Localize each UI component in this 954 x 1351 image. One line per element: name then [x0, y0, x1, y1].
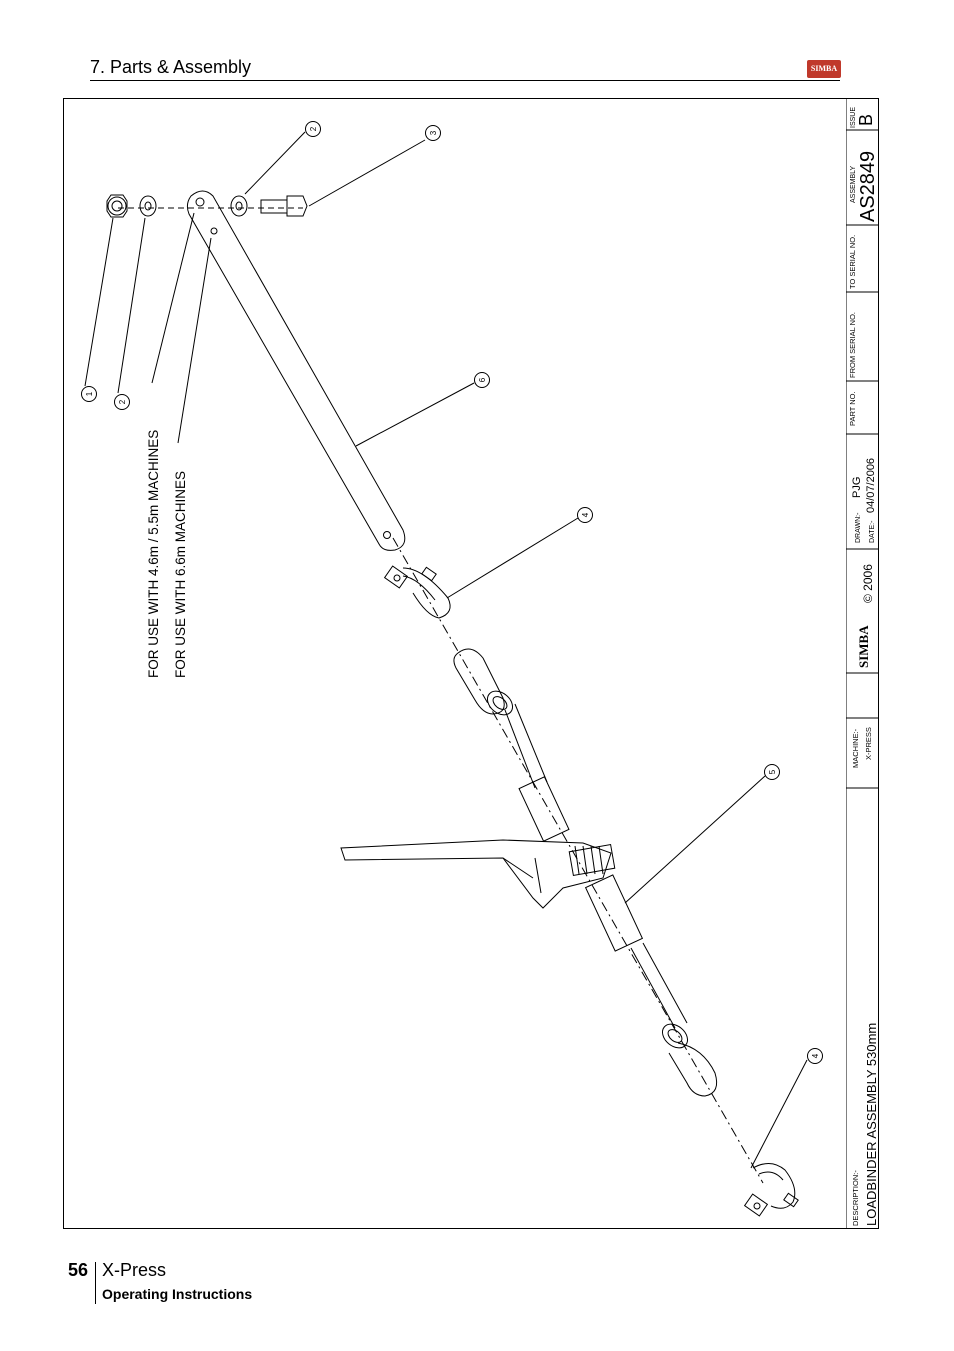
- washer-part-2: [230, 195, 248, 217]
- callout-number: 5: [768, 769, 777, 774]
- description-value: LOADBINDER ASSEMBLY 530mm: [864, 1023, 879, 1226]
- drawn-label: DRAWN:-: [855, 512, 862, 543]
- callout-number: 2: [309, 126, 318, 131]
- title-block: ISSUE B ASSEMBLY AS2849 TO SERIAL NO. FR…: [846, 98, 879, 1229]
- chain-link-upper: [453, 648, 514, 716]
- title-block-brand: SIMBA: [856, 625, 871, 668]
- machine-value: X-PRESS: [864, 727, 873, 760]
- footer-divider: [95, 1262, 96, 1304]
- shackle-upper-part: [383, 565, 451, 619]
- bolt-part: [260, 195, 308, 217]
- product-name: X-Press: [102, 1260, 167, 1280]
- exploded-parts-drawing: 1 2 2 3 6 4 5 4 FOR USE WITH 4.6m / 5.5m…: [81, 121, 823, 1217]
- washer-part: [139, 195, 157, 217]
- loadbinder-body-part: [340, 839, 616, 909]
- issue-label: ISSUE: [850, 107, 857, 128]
- callout-number: 4: [581, 512, 590, 517]
- issue-value: B: [856, 114, 876, 126]
- from-serial-label: FROM SERIAL NO.: [848, 312, 857, 378]
- chain-link-lower: [661, 1023, 718, 1097]
- threaded-rod-upper: [504, 703, 570, 842]
- machine-label: MACHINE:-: [851, 728, 860, 768]
- copyright: © 2006: [861, 564, 875, 603]
- drawn-value: PJG: [851, 477, 863, 498]
- header-rule: [90, 80, 840, 81]
- simba-logo: SIMBA: [807, 60, 841, 78]
- threaded-rod-lower: [584, 874, 688, 1029]
- callout-number: 6: [478, 377, 487, 382]
- note-4-6m-5-5m: FOR USE WITH 4.6m / 5.5m MACHINES: [146, 430, 161, 678]
- page-number: 56: [68, 1260, 89, 1280]
- centre-line-lower: [392, 537, 764, 1184]
- assembly-number: AS2849: [857, 151, 879, 222]
- callout-number: 3: [429, 130, 438, 135]
- callout-number: 4: [811, 1053, 820, 1058]
- callout-number: 2: [118, 399, 127, 404]
- shackle-lower-part: [743, 1163, 799, 1217]
- link-bar-part: [186, 190, 406, 551]
- section-title: 7. Parts & Assembly: [90, 57, 252, 77]
- callout-number: 1: [85, 391, 94, 396]
- note-6-6m: FOR USE WITH 6.6m MACHINES: [173, 471, 188, 678]
- drawing-frame: [63, 98, 879, 1229]
- description-label: DESCRIPTION:-: [851, 1170, 860, 1226]
- part-no-label: PART NO.: [848, 391, 857, 426]
- date-value: 04/07/2006: [865, 458, 877, 513]
- to-serial-label: TO SERIAL NO.: [848, 235, 857, 289]
- assembly-label: ASSEMBLY: [850, 165, 857, 203]
- date-label: DATE:-: [869, 520, 876, 543]
- nut-part: [106, 194, 128, 218]
- manual-title: Operating Instructions: [102, 1286, 253, 1302]
